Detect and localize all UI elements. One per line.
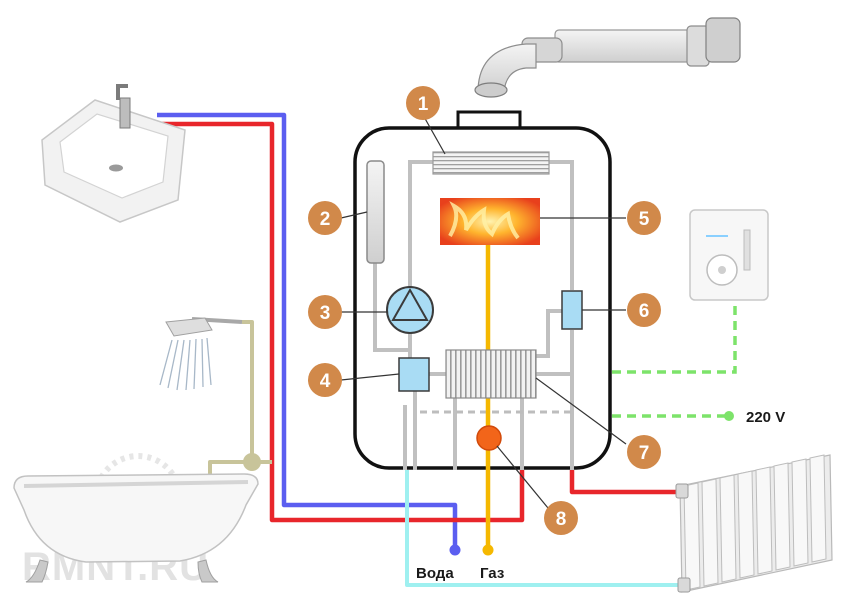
boiler — [353, 110, 612, 470]
water-label: Вода — [416, 565, 454, 582]
svg-text:5: 5 — [639, 209, 650, 230]
svg-text:3: 3 — [320, 303, 331, 324]
callout-6: 6 — [627, 293, 661, 327]
callout-8: 8 — [544, 501, 578, 535]
pump-symbol — [391, 287, 429, 321]
return-pipe — [405, 470, 688, 587]
callout-1: 1 — [406, 86, 440, 120]
shower-head — [159, 317, 243, 391]
radiator — [675, 454, 833, 593]
svg-text:7: 7 — [639, 443, 650, 464]
callout-2: 2 — [308, 201, 342, 235]
voltage-label: 220 V — [746, 409, 785, 426]
callout-leaders — [340, 114, 627, 509]
heating-supply-pipe — [569, 470, 686, 495]
callout-3: 3 — [308, 295, 342, 329]
svg-text:4: 4 — [320, 371, 331, 392]
power-terminal — [724, 411, 734, 421]
svg-text:6: 6 — [639, 301, 650, 322]
svg-text:2: 2 — [320, 209, 331, 230]
callout-markers: 1 2 3 4 5 6 7 8 — [308, 86, 661, 535]
gas-label: Газ — [480, 565, 504, 582]
callout-7: 7 — [627, 435, 661, 469]
gas-inlet-dot — [482, 544, 494, 556]
svg-text:1: 1 — [418, 94, 429, 115]
mixer-joint — [243, 453, 261, 471]
pressure-sensor — [561, 290, 583, 330]
three-way-valve — [398, 357, 430, 392]
room-thermostat — [689, 209, 769, 301]
callout-4: 4 — [308, 363, 342, 397]
secondary-heat-exchanger — [445, 349, 537, 399]
expansion-tank — [366, 160, 385, 264]
internal-pipes — [373, 160, 574, 470]
hot-water-pipe — [157, 121, 525, 523]
svg-text:8: 8 — [556, 509, 567, 530]
sink — [41, 84, 186, 223]
shower-pipe — [208, 320, 254, 478]
thermostat-wire — [612, 305, 737, 374]
water-inlet-dot — [449, 544, 461, 556]
heat-exchanger — [432, 151, 550, 175]
flame-highlight — [448, 200, 520, 240]
flue-pipe — [474, 17, 741, 98]
callout-5: 5 — [627, 201, 661, 235]
bathtub — [13, 473, 259, 583]
circulation-pump — [386, 286, 434, 334]
gas-valve — [476, 425, 502, 451]
